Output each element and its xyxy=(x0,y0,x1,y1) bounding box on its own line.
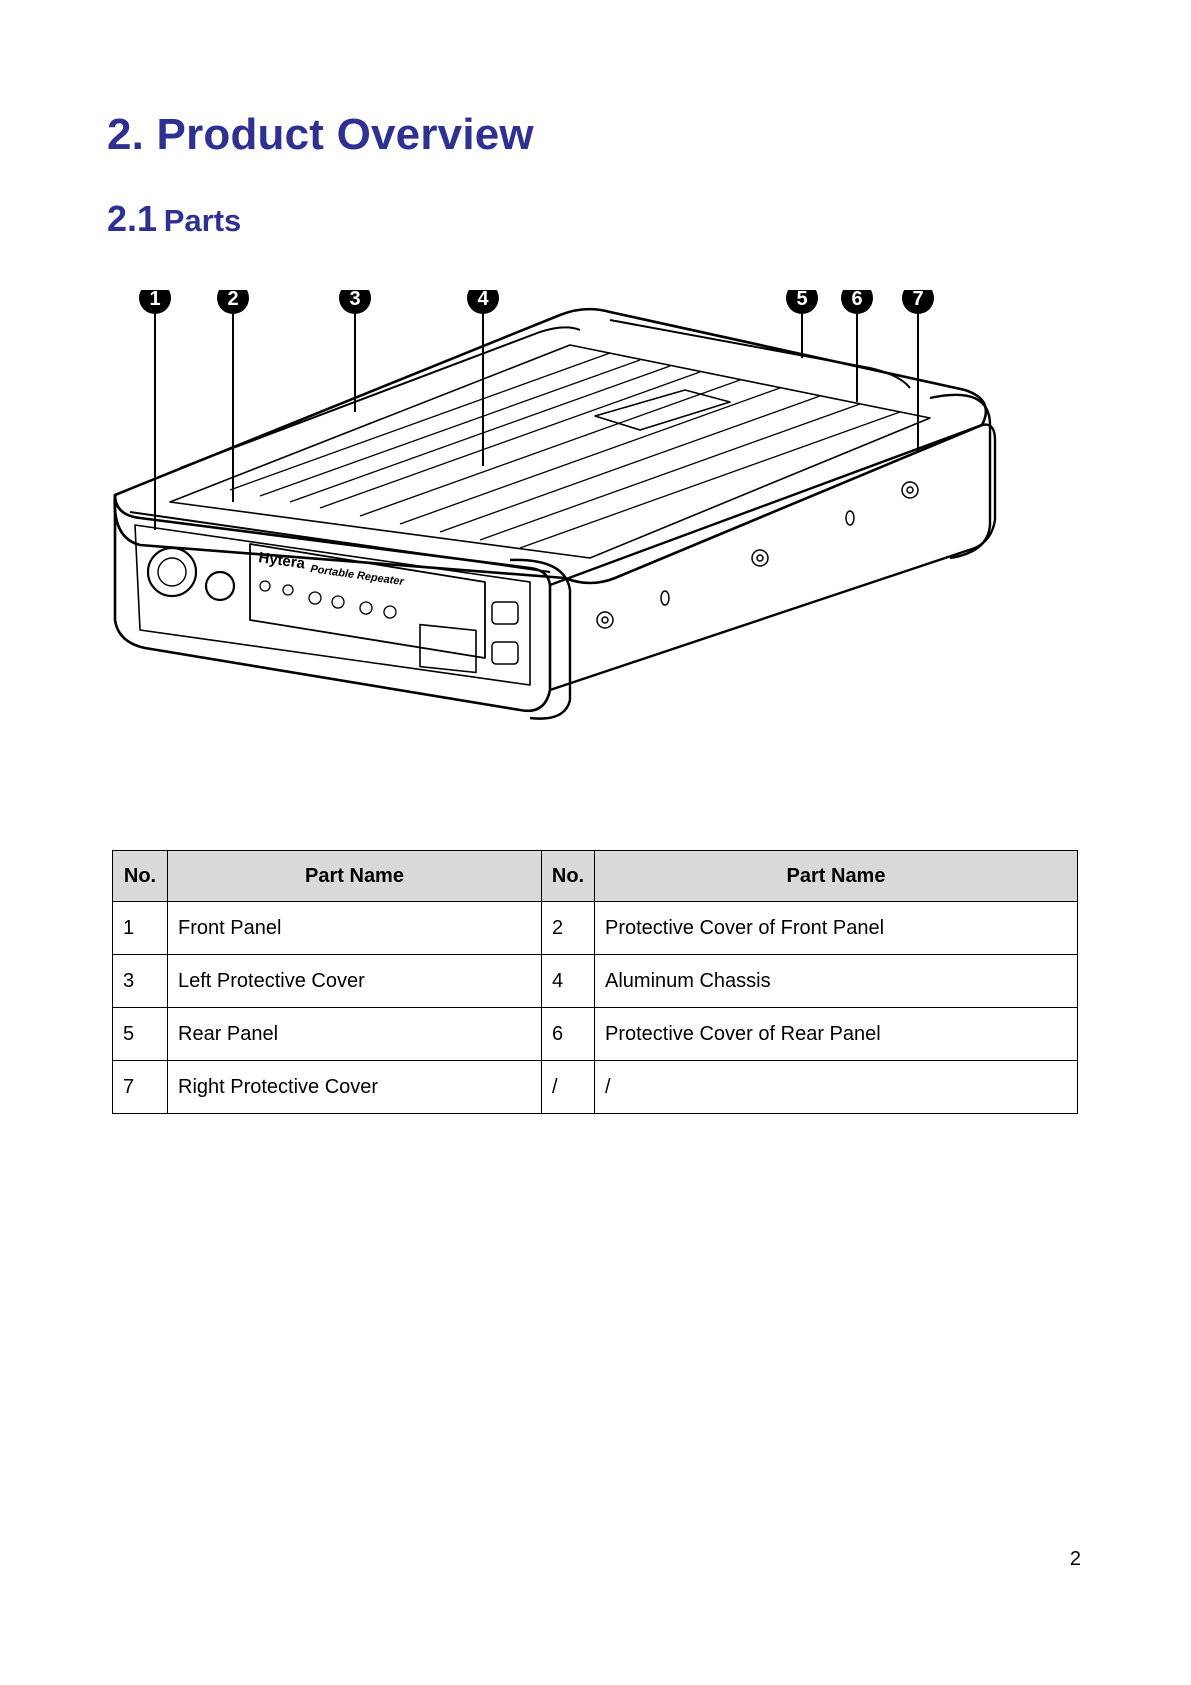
callout-badges: 1 2 3 4 5 6 7 xyxy=(139,290,934,314)
section-heading: 2.1 Parts xyxy=(107,198,241,240)
table-cell: Protective Cover of Front Panel xyxy=(595,902,1078,955)
callout-2: 2 xyxy=(217,290,249,314)
table-cell: 4 xyxy=(542,955,595,1008)
table-cell: 5 xyxy=(113,1008,168,1061)
repeater-drawing: Hytera Portable Repeater 1 2 3 xyxy=(110,290,1080,780)
rear-bumper xyxy=(930,395,990,558)
header-no-1: No. xyxy=(113,851,168,902)
front-connector xyxy=(148,548,196,596)
table-cell: Right Protective Cover xyxy=(168,1061,542,1114)
table-cell: 6 xyxy=(542,1008,595,1061)
table-cell: Left Protective Cover xyxy=(168,955,542,1008)
section-number: 2.1 xyxy=(107,198,157,239)
callout-4: 4 xyxy=(467,290,499,314)
table-cell: Aluminum Chassis xyxy=(595,955,1078,1008)
up-button xyxy=(492,602,518,624)
table-cell: 1 xyxy=(113,902,168,955)
callout-6: 6 xyxy=(841,290,873,314)
svg-text:4: 4 xyxy=(477,290,489,310)
table-row: 3 Left Protective Cover 4 Aluminum Chass… xyxy=(113,955,1078,1008)
table-cell: Rear Panel xyxy=(168,1008,542,1061)
section-title: Parts xyxy=(164,203,242,238)
right-side xyxy=(550,425,995,690)
page-number: 2 xyxy=(1070,1548,1081,1571)
header-part-name-1: Part Name xyxy=(168,851,542,902)
table-cell: 3 xyxy=(113,955,168,1008)
svg-text:2: 2 xyxy=(227,290,238,310)
table-cell: 7 xyxy=(113,1061,168,1114)
table-row: 1 Front Panel 2 Protective Cover of Fron… xyxy=(113,902,1078,955)
parts-table: No. Part Name No. Part Name 1 Front Pane… xyxy=(112,850,1078,1114)
header-no-2: No. xyxy=(542,851,595,902)
callout-5: 5 xyxy=(786,290,818,314)
table-cell: 2 xyxy=(542,902,595,955)
svg-text:6: 6 xyxy=(851,290,862,310)
table-cell: Protective Cover of Rear Panel xyxy=(595,1008,1078,1061)
table-cell: Front Panel xyxy=(168,902,542,955)
page-title: 2. Product Overview xyxy=(107,110,534,160)
svg-text:5: 5 xyxy=(796,290,807,310)
front-knob xyxy=(206,572,234,600)
table-cell: / xyxy=(542,1061,595,1114)
svg-text:7: 7 xyxy=(912,290,923,310)
repeater-illustration: Hytera Portable Repeater 1 2 3 xyxy=(110,290,1080,780)
table-row: 5 Rear Panel 6 Protective Cover of Rear … xyxy=(113,1008,1078,1061)
callout-1: 1 xyxy=(139,290,171,314)
down-button xyxy=(492,642,518,664)
chassis-top xyxy=(115,309,986,583)
svg-text:3: 3 xyxy=(349,290,360,310)
table-cell: / xyxy=(595,1061,1078,1114)
callout-3: 3 xyxy=(339,290,371,314)
table-row: 7 Right Protective Cover / / xyxy=(113,1061,1078,1114)
table-header-row: No. Part Name No. Part Name xyxy=(113,851,1078,902)
header-part-name-2: Part Name xyxy=(595,851,1078,902)
callout-7: 7 xyxy=(902,290,934,314)
svg-text:1: 1 xyxy=(149,290,160,310)
